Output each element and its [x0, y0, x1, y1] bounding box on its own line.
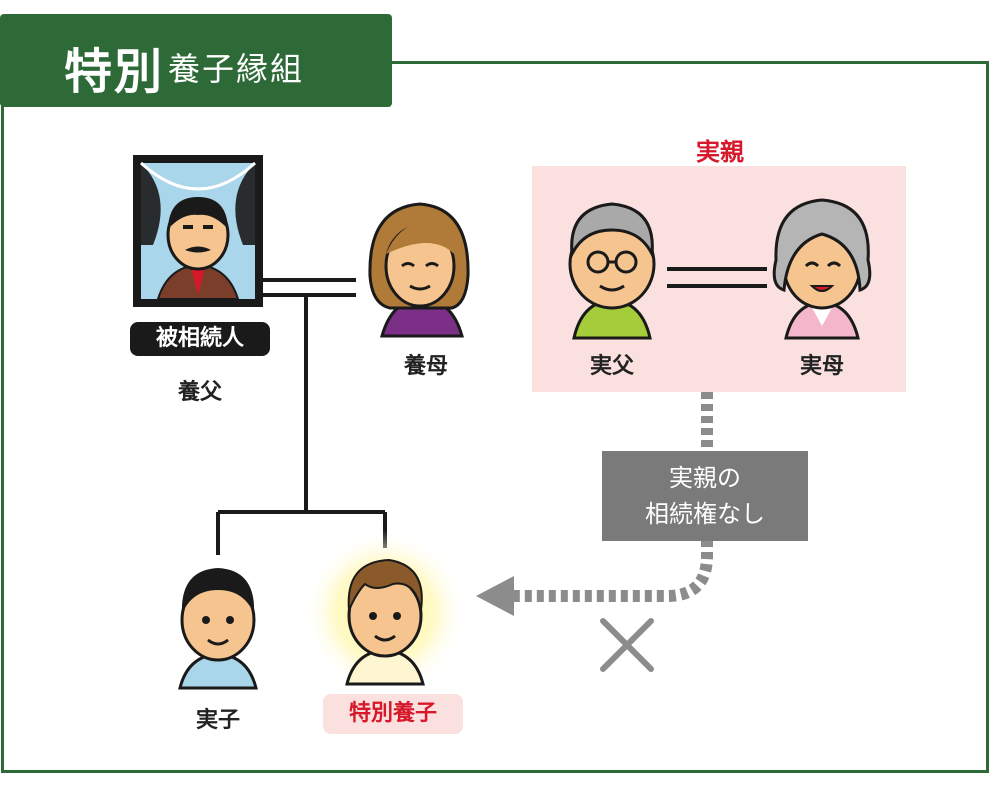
title-sub: 養子縁組 [168, 50, 305, 88]
title-main: 特別 [64, 44, 165, 100]
diagram-frame [1, 61, 989, 773]
cross-mark-icon [600, 618, 654, 672]
biological-father-label: 実父 [589, 354, 634, 379]
deceased-badge: 被相続人 [130, 322, 270, 356]
biological-child-label: 実子 [195, 708, 240, 733]
adoptive-father-portrait [133, 155, 263, 307]
no-inheritance-line1: 実親の [669, 464, 741, 492]
special-adopted-child-illustration [345, 558, 425, 686]
biological-father-illustration [568, 202, 656, 340]
no-inheritance-box: 実親の 相続権なし [602, 451, 808, 541]
special-adopted-child-label: 特別養子 [323, 694, 463, 734]
biological-mother-label: 実母 [799, 354, 844, 379]
arrow-head [476, 576, 514, 616]
bio-marriage-lines [667, 267, 767, 288]
dotted-arrow [512, 392, 713, 602]
biological-child-illustration [178, 568, 258, 690]
adoptive-father-label: 養父 [177, 380, 222, 405]
adoptive-mother-illustration [368, 202, 470, 338]
adoptive-mother-label: 養母 [403, 354, 448, 379]
biological-parents-label: 実親 [696, 138, 744, 166]
title-tab: 特別 養子縁組 [0, 14, 392, 107]
no-inheritance-line2: 相続権なし [645, 500, 765, 528]
biological-mother-illustration [772, 198, 872, 340]
